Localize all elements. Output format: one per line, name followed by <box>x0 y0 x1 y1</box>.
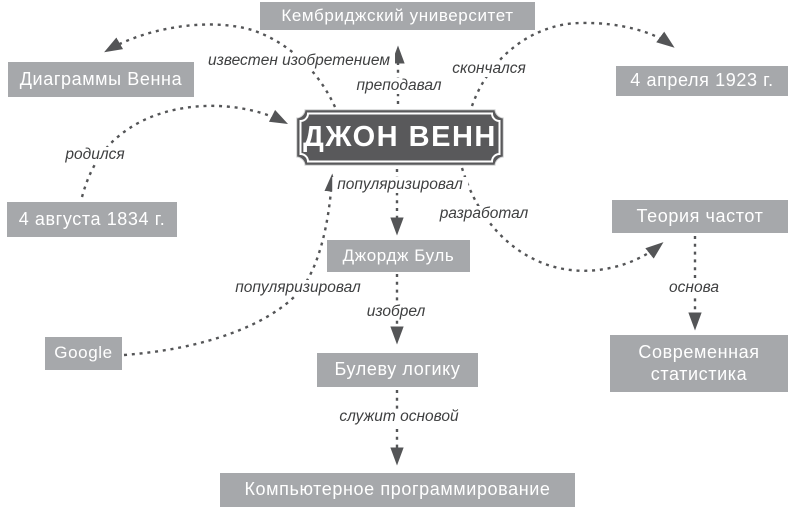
edge-label-born: родился <box>60 147 130 163</box>
edge-known-for-invention-line <box>104 23 337 108</box>
node-george-boole: Джордж Буль <box>327 240 470 272</box>
node-birth-date: 4 августа 1834 г. <box>7 202 177 237</box>
node-frequency-theory: Теория частот <box>612 200 788 233</box>
node-computer-programming: Компьютерное программирование <box>220 473 575 507</box>
edge-developed-line <box>460 167 664 272</box>
edge-label-taught: преподавал <box>351 78 447 94</box>
node-venn-diagrams: Диаграммы Венна <box>8 62 194 97</box>
node-death-date: 4 апреля 1923 г. <box>616 66 788 96</box>
center-node-title: ДЖОН ВЕНН <box>303 121 497 153</box>
edge-label-died: скончался <box>447 61 531 77</box>
node-cambridge-university: Кембриджский университет <box>260 2 535 30</box>
node-google: Google <box>45 337 122 370</box>
node-modern-statistics: Современная статистика <box>610 335 788 392</box>
edge-label-known-for: известен изобретением <box>203 53 395 69</box>
edge-label-google-popularized: популяризировал <box>230 280 366 296</box>
edge-label-serves-as-basis: служит основой <box>334 409 464 425</box>
edge-label-developed: разработал <box>434 206 534 222</box>
edge-label-invented: изобрел <box>361 304 431 320</box>
edge-label-popularized-boole: популяризировал <box>332 177 468 193</box>
node-boolean-logic: Булеву логику <box>317 353 478 387</box>
edge-label-basis: основа <box>664 280 724 296</box>
plaque-frame-decoration <box>296 109 504 166</box>
node-john-venn: ДЖОН ВЕНН <box>296 109 504 166</box>
